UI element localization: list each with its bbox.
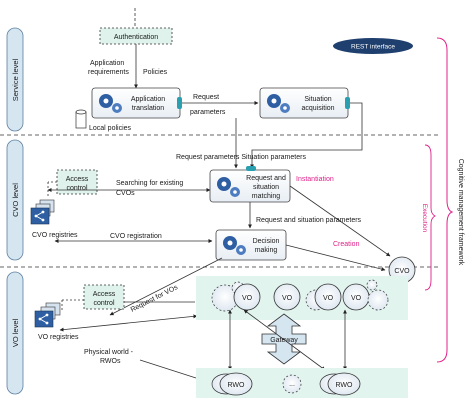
framework-label: Cognitive management framework bbox=[457, 159, 464, 266]
vo-registries-label: VO registries bbox=[38, 334, 79, 341]
execution-brace bbox=[424, 144, 437, 291]
matching-label-3: matching bbox=[252, 193, 281, 200]
matching-label-2: situation bbox=[253, 184, 279, 191]
app-requirements-label-1: Application bbox=[90, 60, 124, 67]
policies-label: Policies bbox=[143, 69, 168, 76]
rest-interface: REST interface bbox=[333, 38, 413, 54]
vo-label-2: VO bbox=[282, 295, 293, 302]
physical-world-label-2: RWOs bbox=[100, 358, 121, 365]
decision-making-box: Decision making bbox=[215, 229, 287, 261]
rwo-node-1: RWO bbox=[211, 372, 253, 396]
authentication-label: Authentication bbox=[114, 34, 158, 41]
cvo-level-tab: CVO level bbox=[6, 139, 24, 261]
cvo-level-label: CVO level bbox=[11, 183, 20, 217]
gateway-label: Gateway bbox=[270, 337, 298, 344]
vo-level-tab: VO level bbox=[6, 271, 24, 395]
rwo-ellipsis-label: ... bbox=[289, 381, 295, 388]
gear-icon bbox=[99, 94, 122, 113]
matching-box: Request and situation matching bbox=[209, 166, 291, 203]
searching-cvos-label-2: CVOs bbox=[116, 190, 135, 197]
vo-cluster-2: VO bbox=[273, 283, 301, 311]
rwo-label-2: RWO bbox=[336, 382, 354, 389]
decision-making-label-1: Decision bbox=[253, 238, 280, 245]
vo-registries: VO registries bbox=[34, 302, 79, 341]
execution-label: Execution bbox=[421, 204, 428, 233]
service-level-label: Service level bbox=[11, 58, 20, 101]
req-sit-params-label: Request parameters Situation parameters bbox=[176, 154, 306, 161]
cvo-access-control-label-1: Access bbox=[66, 176, 89, 183]
service-level-tab: Service level bbox=[6, 27, 24, 132]
rwo-label-1: RWO bbox=[228, 382, 246, 389]
vo-cluster-3: VO bbox=[305, 283, 342, 311]
situation-acquisition-label-2: acquisition bbox=[301, 105, 334, 112]
cvo-access-control-label-2: control bbox=[66, 185, 87, 192]
authentication-box: Authentication bbox=[99, 27, 173, 45]
request-parameters-label-1: Request bbox=[193, 94, 219, 101]
framework-brace bbox=[436, 37, 454, 363]
physical-world-label-1: Physical world - bbox=[84, 349, 134, 356]
rest-interface-label: REST interface bbox=[351, 44, 395, 51]
searching-cvos-label-1: Searching for existing bbox=[116, 180, 183, 187]
rwo-node-2: RWO bbox=[319, 372, 361, 396]
matching-label-1: Request and bbox=[246, 175, 286, 182]
gear-icon bbox=[223, 236, 246, 255]
gateway: Gateway bbox=[261, 313, 307, 365]
vo-label-1: VO bbox=[242, 295, 253, 302]
share-icon bbox=[39, 314, 48, 324]
instantiation-label: Instantiation bbox=[296, 176, 334, 183]
app-translation-label-2: translation bbox=[132, 105, 164, 112]
vo-access-control-label-2: control bbox=[93, 300, 114, 307]
app-requirements-label-2: requirements bbox=[88, 69, 129, 76]
situation-acquisition-label-1: Situation bbox=[304, 96, 331, 103]
rwo-ellipsis: ... bbox=[282, 374, 302, 394]
request-parameters-label-2: parameters bbox=[190, 109, 226, 116]
vo-access-control: Access control bbox=[83, 284, 125, 310]
local-policies-db: Local policies bbox=[75, 109, 132, 132]
vo-level-label: VO level bbox=[11, 319, 20, 348]
situation-acquisition-box: Situation acquisition bbox=[259, 87, 350, 119]
decision-making-label-2: making bbox=[255, 247, 278, 254]
creation-label: Creation bbox=[333, 241, 360, 248]
cvo-registration-label: CVO registration bbox=[110, 233, 162, 240]
req-and-sit-params-label: Request and situation parameters bbox=[256, 217, 362, 224]
cvo-registries-label: CVO registries bbox=[32, 232, 78, 239]
cvo-registries: CVO registries bbox=[30, 199, 78, 239]
vo-access-control-label-1: Access bbox=[93, 291, 116, 298]
vo-cluster-1: VO bbox=[211, 281, 261, 312]
vo-label-4: VO bbox=[351, 295, 362, 302]
gear-icon bbox=[267, 94, 290, 113]
gear-icon bbox=[217, 177, 240, 197]
cvo-label: CVO bbox=[394, 268, 410, 275]
vo-label-3: VO bbox=[323, 295, 334, 302]
application-translation-box: Application translation bbox=[91, 87, 182, 119]
app-translation-label-1: Application bbox=[131, 96, 165, 103]
request-for-vos-label: Request for VOs bbox=[130, 284, 180, 314]
local-policies-label: Local policies bbox=[89, 125, 132, 132]
vo-cluster-4: VO bbox=[342, 279, 389, 311]
